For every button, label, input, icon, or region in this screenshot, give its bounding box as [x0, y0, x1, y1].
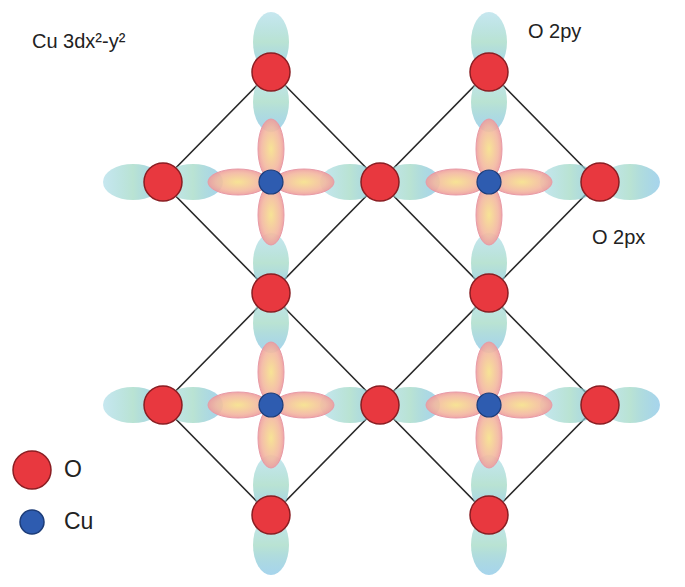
o-2p-orbitals: [103, 12, 660, 575]
orbital-label: O 2px: [592, 226, 645, 248]
lattice-lines: [162, 71, 598, 516]
lattice-line: [162, 71, 380, 293]
legend: [13, 451, 51, 534]
oxygen-atom: [252, 274, 290, 312]
copper-atom: [477, 170, 501, 194]
oxygen-atom: [470, 496, 508, 534]
oxygen-atom: [144, 386, 182, 424]
atoms: [144, 53, 619, 534]
legend-text: O: [64, 457, 82, 482]
copper-atom: [259, 393, 283, 417]
copper-atom: [259, 170, 283, 194]
oxygen-atom: [144, 163, 182, 201]
oxygen-atom: [470, 274, 508, 312]
oxygen-atom: [581, 386, 619, 424]
legend-swatch: [13, 451, 51, 489]
oxygen-atom: [252, 53, 290, 91]
orbital-label: O 2py: [528, 20, 581, 42]
oxygen-atom: [581, 163, 619, 201]
lattice-line: [162, 294, 380, 516]
oxygen-atom: [252, 496, 290, 534]
legend-text: Cu: [64, 509, 93, 534]
orbital-label: Cu 3dx²-y²: [32, 30, 125, 52]
oxygen-atom: [361, 163, 399, 201]
cu-3d-orbitals: [208, 119, 552, 468]
oxygen-atom: [470, 53, 508, 91]
legend-swatch: [20, 510, 44, 534]
oxygen-atom: [361, 386, 399, 424]
copper-atom: [477, 393, 501, 417]
